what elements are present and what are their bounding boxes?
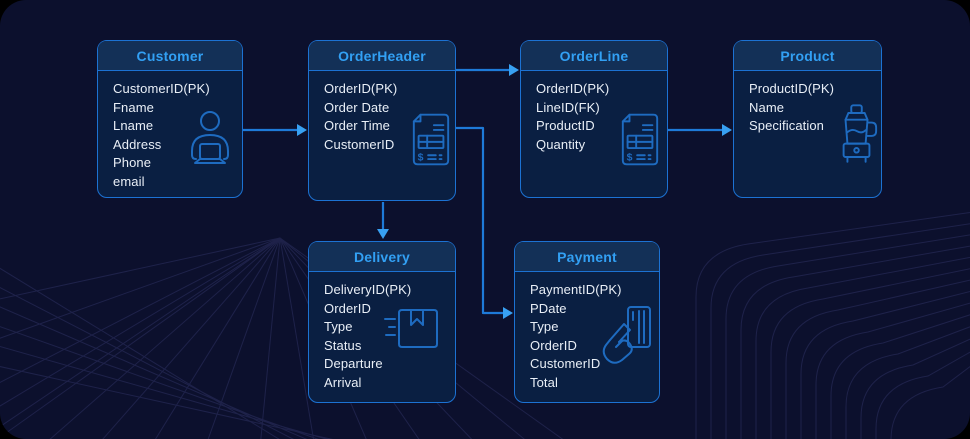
field: Order Time [324,118,391,133]
entity-orderheader-fields: OrderID(PK) Order Date Order Time Custom… [309,71,455,154]
field: CustomerID [530,356,601,371]
arrow-orderheader-to-delivery [377,202,389,239]
arrow-orderheader-to-payment [456,126,513,319]
field: DeliveryID(PK) [324,282,412,297]
package-delivery-icon [384,309,438,348]
field: Total [530,374,558,390]
entity-orderline-fields: OrderID(PK) LineID(FK) ProductID Quantit… [521,71,667,154]
arrow-orderheader-to-orderline [456,64,519,76]
field: Type [324,319,353,334]
invoice-icon: $ [621,113,659,166]
entity-payment: Payment PaymentID(PK) PDate Type OrderID… [514,241,660,403]
field: Departure [324,356,383,371]
entity-product: Product ProductID(PK) Name Specification [733,40,882,198]
entity-customer-header: Customer [98,41,242,71]
entity-title: Payment [557,248,617,265]
entity-orderheader-header: OrderHeader [309,41,455,71]
invoice-icon: $ [412,113,450,166]
field: Fname [113,99,154,115]
field: Lname [113,118,154,133]
field: ProductID [536,118,595,133]
entity-orderheader: OrderHeader OrderID(PK) Order Date Order… [308,40,456,201]
entity-customer-fields: CustomerID(PK) Fname Lname Address Phone… [98,71,242,191]
field: CustomerID(PK) [113,81,210,96]
entity-delivery: Delivery DeliveryID(PK) OrderID Type Sta… [308,241,456,403]
field: LineID(FK) [536,99,600,115]
entity-title: Customer [136,47,204,64]
svg-text:$: $ [418,152,424,164]
arrow-customer-to-orderheader [243,124,307,136]
card-payment-icon [602,306,651,364]
field: OrderID [324,300,371,316]
field: ProductID(PK) [749,81,835,96]
field: Status [324,337,362,353]
entity-title: OrderLine [559,47,629,64]
field: Phone [113,155,152,170]
field: Name [749,99,785,115]
entity-title: Product [780,47,835,64]
person-laptop-icon [191,111,229,164]
entity-product-fields: ProductID(PK) Name Specification [734,71,881,136]
field: CustomerID [324,136,395,152]
contour-pattern [695,212,970,439]
field: OrderID(PK) [536,81,610,96]
entity-orderline: OrderLine OrderID(PK) LineID(FK) Product… [520,40,668,198]
entity-product-header: Product [734,41,881,71]
field: Order Date [324,99,390,115]
entity-payment-header: Payment [515,242,659,272]
entity-delivery-header: Delivery [309,242,455,272]
svg-text:$: $ [627,152,633,164]
field: email [113,173,145,189]
blender-icon [842,104,878,163]
arrow-orderline-to-product [668,124,732,136]
field: OrderID [530,337,577,353]
entity-delivery-fields: DeliveryID(PK) OrderID Type Status Depar… [309,272,455,392]
entity-orderline-header: OrderLine [521,41,667,71]
entity-payment-fields: PaymentID(PK) PDate Type OrderID Custome… [515,272,659,392]
field: OrderID(PK) [324,81,398,96]
field: Specification [749,118,825,133]
field: Quantity [536,136,586,152]
field: Arrival [324,374,362,390]
field: Address [113,136,162,152]
field: PDate [530,300,567,316]
field: PaymentID(PK) [530,282,622,297]
field: Type [530,319,559,334]
entity-customer: Customer CustomerID(PK) Fname Lname Addr… [97,40,243,198]
entity-title: OrderHeader [338,47,426,64]
entity-title: Delivery [353,248,411,265]
